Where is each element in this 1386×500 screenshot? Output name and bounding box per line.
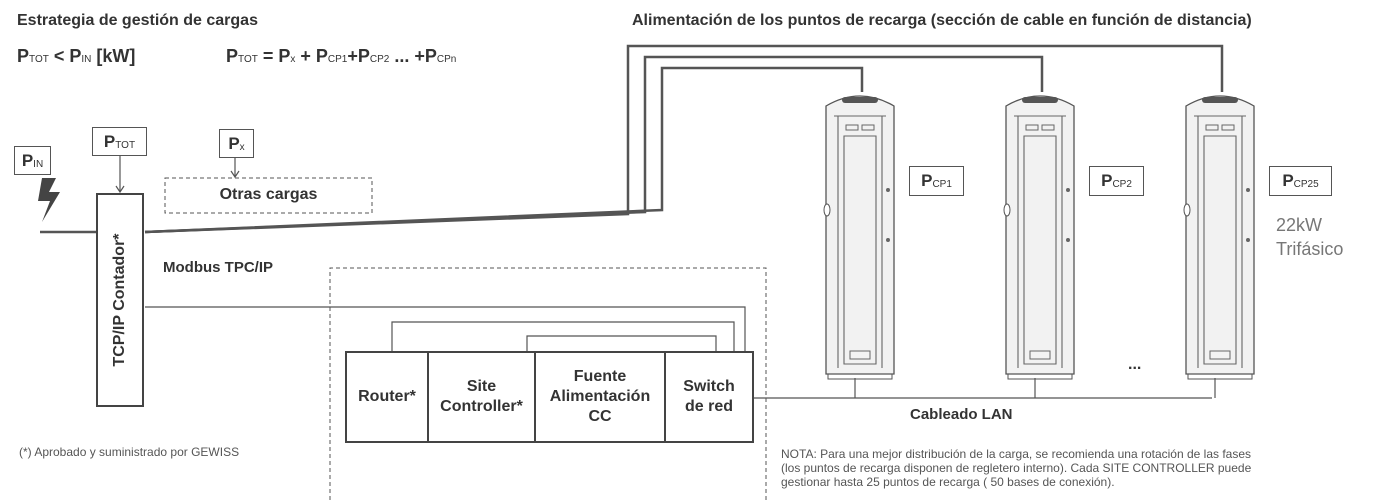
power-cable-cp1: [144, 66, 864, 234]
charging-station-cp1: [823, 95, 895, 380]
footnote: (*) Aprobado y suministrado por GEWISS: [19, 445, 240, 459]
note-block: NOTA: Para una mejor distribución de la …: [781, 447, 1251, 489]
other-loads-label: Otras cargas: [219, 186, 318, 203]
site-controller-cell: Site Controller*: [440, 378, 523, 415]
psu-link-line: [526, 335, 717, 352]
cabinet-box: [345, 351, 754, 443]
power-supply-cell: Fuente Alimentación CC: [549, 368, 651, 425]
other-loads-box: [164, 177, 373, 214]
note-line-2: (los puntos de recarga disponen de regle…: [781, 461, 1252, 475]
spec-power: 22kW: [1276, 215, 1323, 235]
modbus-label: Modbus TPC/IP: [163, 259, 273, 276]
cabinet-dashed-enclosure: [329, 267, 767, 500]
charging-station-cp25: [1183, 95, 1255, 380]
page-title: Estrategia de gestión de cargas: [17, 12, 258, 29]
more-chargers-ellipsis: ...: [1128, 356, 1142, 373]
router-link-line: [391, 321, 735, 352]
lan-cabling-label: Cableado LAN: [910, 406, 1013, 423]
p-tot-arrow: [115, 155, 125, 194]
note-line-1: NOTA: Para una mejor distribución de la …: [781, 447, 1252, 461]
power-inequality: PTOT < PIN [kW]: [17, 46, 136, 66]
meter-label: TCP/IP Contador*: [111, 233, 128, 367]
charging-station-cp2: [1003, 95, 1075, 380]
power-supply-header: Alimentación de los puntos de recarga (s…: [632, 12, 1252, 29]
lightning-bolt-icon: [38, 178, 60, 222]
p-x-arrow: [230, 157, 240, 179]
network-switch-cell: Switch de red: [683, 378, 735, 415]
spec-phase: Trifásico: [1276, 239, 1344, 259]
power-sum-formula: PTOT = Px + PCP1+PCP2 ... +PCPn: [226, 46, 457, 66]
meter-box: [96, 193, 144, 407]
note-line-3: gestionar hasta 25 puntos de recarga ( 5…: [781, 475, 1115, 489]
router-cell: Router*: [358, 388, 416, 405]
modbus-line: [145, 306, 746, 352]
power-cable-cp2: [144, 55, 1044, 234]
